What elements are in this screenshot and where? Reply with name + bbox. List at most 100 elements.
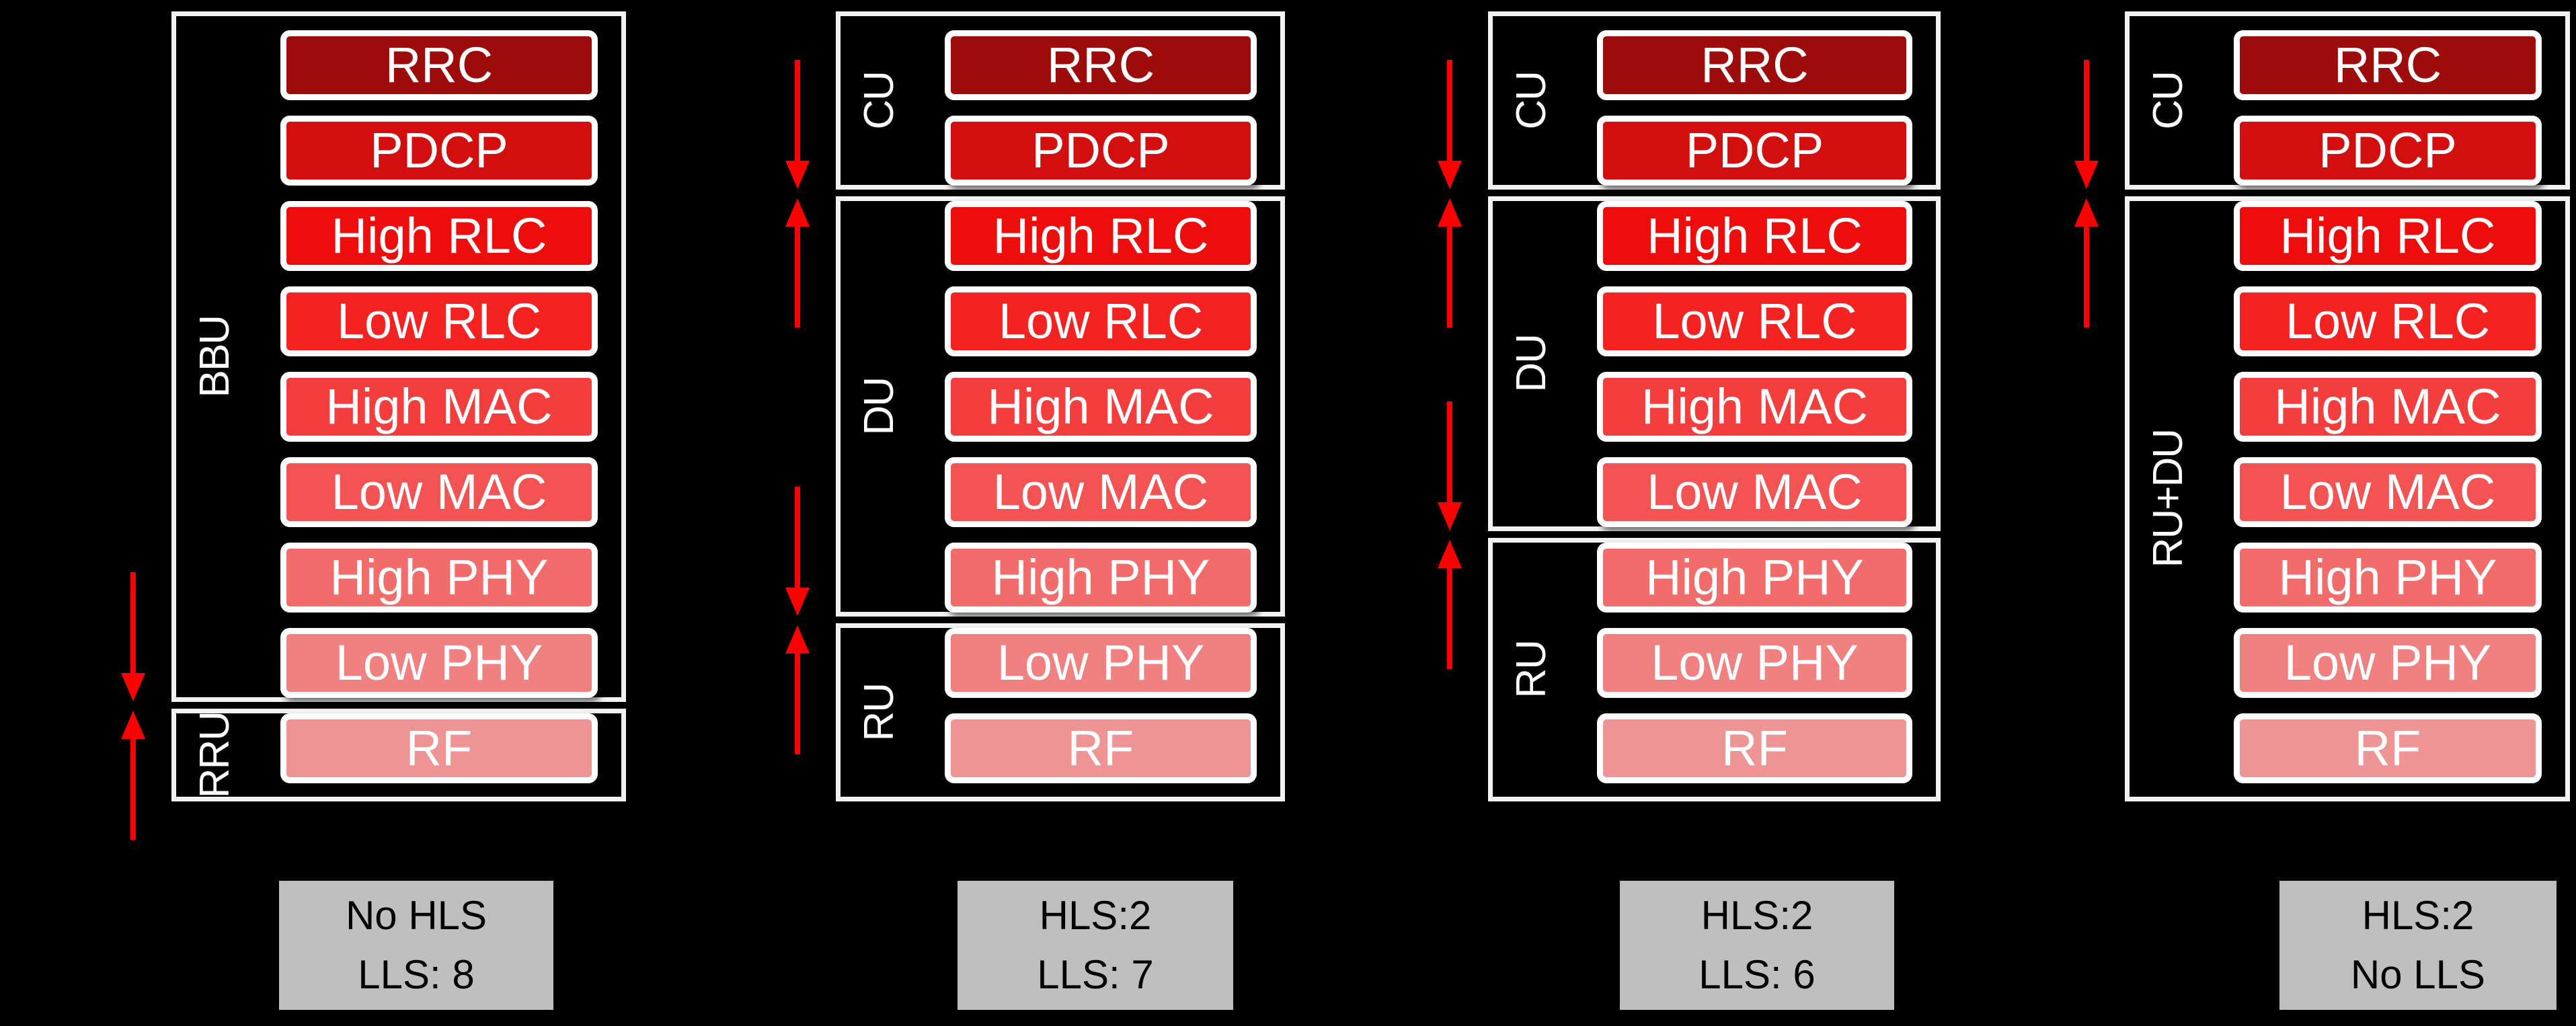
layer-rf: RF: [945, 713, 1257, 783]
layer-stack: RRC PDCP High RLC Low RLC High MAC Low M…: [2234, 30, 2542, 783]
section-label-cu: CU: [2145, 71, 2191, 130]
split-arrow-down-icon: [1438, 401, 1462, 530]
layer-stack: RRC PDCP High RLC Low RLC High MAC Low M…: [945, 30, 1257, 783]
layer-low-phy: Low PHY: [280, 628, 598, 698]
split-option-4: CU RU+DU RRC PDCP High RLC Low RLC High …: [2074, 11, 2570, 801]
layer-label: RRC: [2333, 37, 2442, 93]
layer-label: RF: [1067, 720, 1134, 776]
caption-line-1: HLS:2: [1701, 893, 1813, 938]
layer-label: Low MAC: [2279, 464, 2496, 520]
layer-label: RRC: [1046, 37, 1155, 93]
split-arrow-down-icon: [785, 487, 810, 616]
layer-label: RF: [2354, 720, 2421, 776]
layer-label: High MAC: [325, 379, 553, 434]
layer-pdcp: PDCP: [1597, 116, 1912, 186]
layer-label: PDCP: [1685, 122, 1824, 178]
layer-label: PDCP: [1031, 122, 1170, 178]
layer-high-mac: High MAC: [945, 372, 1257, 442]
layer-label: High MAC: [987, 379, 1214, 434]
split-arrow-up-icon: [2074, 198, 2099, 327]
layer-label: RF: [405, 720, 473, 776]
layer-high-phy: High PHY: [2234, 543, 2542, 613]
layer-high-mac: High MAC: [1597, 372, 1912, 442]
layer-low-mac: Low MAC: [280, 457, 598, 527]
layer-low-phy: Low PHY: [945, 628, 1257, 698]
layer-high-rlc: High RLC: [945, 201, 1257, 271]
layer-stack: RRC PDCP High RLC Low RLC High MAC Low M…: [1597, 30, 1912, 783]
layer-high-phy: High PHY: [945, 543, 1257, 613]
layer-low-rlc: Low RLC: [945, 286, 1257, 356]
layer-label: Low MAC: [331, 464, 547, 520]
layer-low-phy: Low PHY: [2234, 628, 2542, 698]
layer-label: High RLC: [2279, 208, 2496, 264]
layer-label: Low MAC: [992, 464, 1209, 520]
layer-rrc: RRC: [945, 30, 1257, 100]
caption-line-1: No HLS: [345, 893, 487, 938]
layer-rrc: RRC: [1597, 30, 1912, 100]
layer-label: High RLC: [1647, 208, 1863, 264]
layer-label: High PHY: [329, 549, 549, 605]
layer-high-mac: High MAC: [2234, 372, 2542, 442]
caption-line-1: HLS:2: [1039, 893, 1152, 938]
layer-rf: RF: [280, 713, 598, 783]
split-arrow-down-icon: [785, 60, 810, 189]
section-label-ru: RU: [1508, 641, 1555, 699]
section-label-cu: CU: [856, 71, 902, 130]
layer-label: Low MAC: [1647, 464, 1863, 520]
caption-line-1: HLS:2: [2362, 893, 2474, 938]
layer-label: High PHY: [2278, 549, 2497, 605]
layer-label: Low RLC: [998, 293, 1204, 349]
layer-low-rlc: Low RLC: [1597, 286, 1912, 356]
layer-low-mac: Low MAC: [2234, 457, 2542, 527]
caption-line-2: LLS: 7: [1037, 952, 1154, 997]
layer-label: RF: [1721, 720, 1788, 776]
layer-label: High RLC: [992, 208, 1209, 264]
split-option-3: CU DU RU RRC PDCP High RLC Low RLC High …: [1438, 11, 1941, 801]
layer-low-mac: Low MAC: [1597, 457, 1912, 527]
section-label-bbu: BBU: [192, 315, 238, 398]
caption-line-2: LLS: 6: [1699, 952, 1816, 997]
layer-low-rlc: Low RLC: [2234, 286, 2542, 356]
split-arrow-up-icon: [1438, 540, 1462, 669]
layer-label: PDCP: [370, 122, 508, 178]
layer-label: High PHY: [1645, 549, 1864, 605]
layer-label: Low PHY: [2284, 635, 2492, 690]
layer-label: High MAC: [1641, 379, 1869, 434]
split-option-1: BBU RRU RRC PDCP High RLC Low RLC High M…: [121, 11, 626, 840]
layer-low-phy: Low PHY: [1597, 628, 1912, 698]
layer-high-phy: High PHY: [1597, 543, 1912, 613]
layer-label: RRC: [385, 37, 494, 93]
layer-label: High MAC: [2274, 379, 2501, 434]
split-option-2: CU DU RU RRC PDCP High RLC Low RLC High …: [785, 11, 1285, 801]
layer-low-mac: Low MAC: [945, 457, 1257, 527]
layer-high-rlc: High RLC: [1597, 201, 1912, 271]
split-summary-4: HLS:2 No LLS: [2279, 881, 2557, 1010]
split-arrow-down-icon: [1438, 60, 1462, 189]
section-label-ru-du: RU+DU: [2145, 430, 2191, 568]
split-arrow-up-icon: [121, 711, 145, 840]
split-arrow-up-icon: [785, 625, 810, 754]
split-arrow-up-icon: [1438, 198, 1462, 327]
layer-rf: RF: [2234, 713, 2542, 783]
layer-label: Low RLC: [2285, 293, 2491, 349]
section-label-cu: CU: [1508, 71, 1555, 130]
split-arrow-up-icon: [785, 198, 810, 327]
layer-label: RRC: [1701, 37, 1809, 93]
layer-label: Low PHY: [335, 635, 543, 690]
layer-label: Low PHY: [1651, 635, 1859, 690]
split-summary-2: HLS:2 LLS: 7: [958, 881, 1233, 1010]
layer-pdcp: PDCP: [945, 116, 1257, 186]
layer-rrc: RRC: [280, 30, 598, 100]
layer-high-rlc: High RLC: [2234, 201, 2542, 271]
caption-line-2: No LLS: [2350, 952, 2486, 997]
layer-label: High RLC: [331, 208, 547, 264]
section-label-rru: RRU: [192, 711, 238, 799]
split-summary-3: HLS:2 LLS: 6: [1620, 881, 1894, 1010]
layer-label: High PHY: [991, 549, 1210, 605]
layer-high-phy: High PHY: [280, 543, 598, 613]
layer-pdcp: PDCP: [280, 116, 598, 186]
section-label-du: DU: [856, 377, 902, 436]
layer-rrc: RRC: [2234, 30, 2542, 100]
layer-label: Low RLC: [1652, 293, 1857, 349]
